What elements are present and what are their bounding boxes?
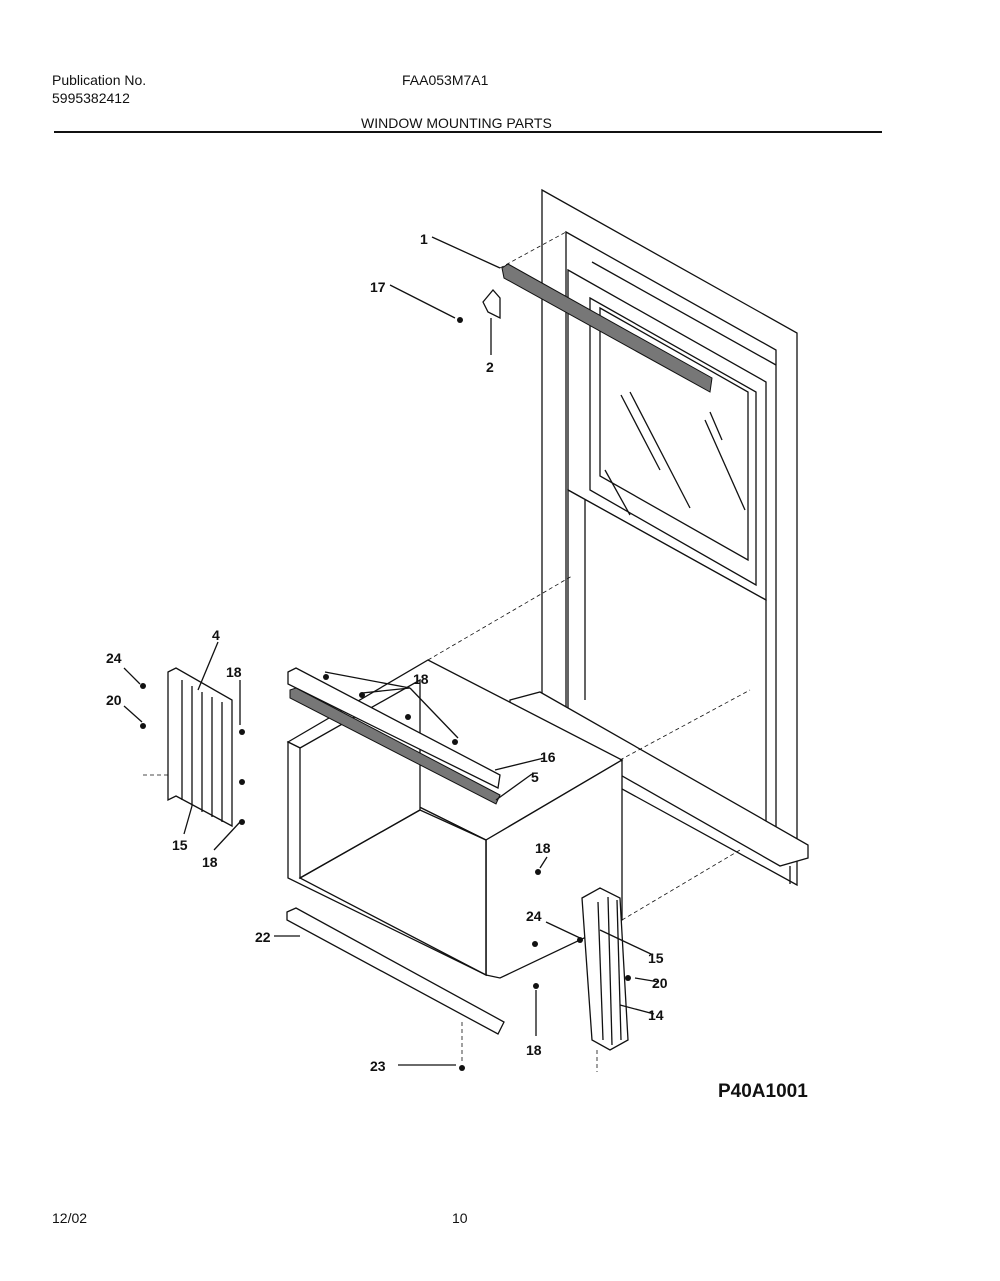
callout-2: 2 [486, 359, 494, 375]
callout-14: 14 [648, 1007, 664, 1023]
callout-18: 18 [535, 840, 551, 856]
publication-label: Publication No. [52, 72, 147, 88]
top-rail [287, 667, 501, 789]
header-rule [54, 131, 882, 133]
callout-24: 24 [106, 650, 122, 666]
callout-24: 24 [526, 908, 542, 924]
model-number: FAA053M7A1 [402, 72, 489, 88]
callout-15: 15 [172, 837, 188, 853]
publication-number: 5995382412 [52, 90, 130, 106]
bottom-rail [286, 907, 505, 1035]
window-frame [509, 188, 809, 887]
sash-bracket [482, 288, 501, 320]
callout-4: 4 [212, 627, 220, 643]
right-side-curtain [581, 887, 629, 1051]
screw-icons [140, 674, 631, 1071]
alignment-lines [427, 231, 751, 1072]
section-title: WINDOW MOUNTING PARTS [361, 115, 552, 131]
callout-20: 20 [652, 975, 668, 991]
page-number: 10 [452, 1210, 468, 1226]
screw-icon [457, 317, 463, 323]
left-side-curtain [143, 667, 233, 828]
callout-18: 18 [202, 854, 218, 870]
drawing-number: P40A1001 [718, 1081, 808, 1102]
callout-16: 16 [540, 749, 556, 765]
footer-date: 12/02 [52, 1210, 88, 1226]
callout-23: 23 [370, 1058, 386, 1074]
top-seal-strip [501, 263, 713, 393]
callout-1: 1 [420, 231, 428, 247]
callout-15: 15 [648, 950, 664, 966]
callout-18: 18 [526, 1042, 542, 1058]
callout-5: 5 [531, 769, 539, 785]
callout-20: 20 [106, 692, 122, 708]
callout-17: 17 [370, 279, 386, 295]
callout-18: 18 [226, 664, 242, 680]
leader-lines [123, 236, 660, 1066]
callout-22: 22 [255, 929, 271, 945]
rail-seal [289, 687, 501, 805]
callout-labels: 1 17 2 4 24 18 20 15 18 18 16 5 18 24 15… [106, 231, 668, 1074]
callout-18: 18 [413, 671, 429, 687]
